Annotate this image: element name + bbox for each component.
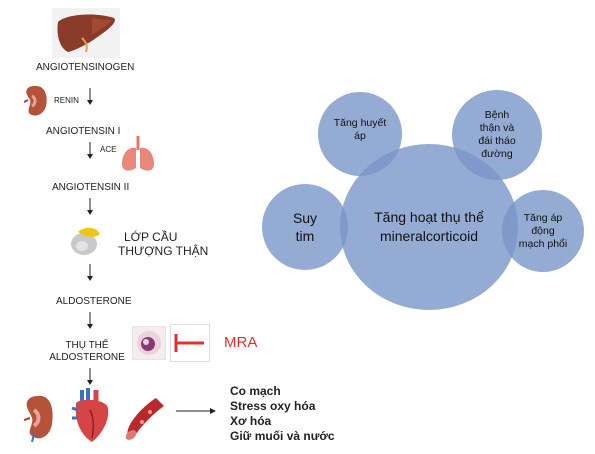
adrenal-gland-icon — [68, 224, 104, 258]
angiotensin-ii-label: ANGIOTENSIN II — [52, 182, 130, 193]
arrow-icon — [87, 368, 93, 385]
kidney-diabetes-line1: Bệnh — [484, 109, 510, 121]
arrow-icon — [87, 264, 93, 281]
hypertension-line2: áp — [354, 130, 366, 142]
center-line1: Tăng hoạt thụ thể — [374, 209, 484, 225]
effect-item: Co mạch — [230, 384, 281, 398]
center-line2: mineralcorticoid — [379, 228, 479, 244]
circle-mineralocorticoid-activation: Tăng hoạt thụ thể mineralcorticoid — [340, 144, 518, 310]
kidney-icon — [23, 394, 54, 443]
ace-label: ACE — [100, 145, 117, 154]
circle-heart-failure: Suy tim — [262, 184, 348, 270]
mra-label: MRA — [224, 334, 258, 351]
pulmonary-line3: mạch phổi — [518, 237, 568, 250]
effect-item: Stress oxy hóa — [230, 399, 316, 413]
adrenal-label-line1: LỚP CẦU — [124, 230, 178, 244]
adrenal-label: LỚP CẦU THƯỢNG THẬN — [118, 230, 208, 258]
angiotensinogen-label: ANGIOTENSINOGEN — [36, 62, 135, 73]
kidney-diabetes-line3: đái tháo — [478, 135, 516, 147]
heart-icon — [70, 388, 112, 444]
arrow-icon — [87, 312, 93, 329]
lungs-icon — [120, 136, 156, 174]
effects-arrow-icon — [176, 408, 216, 414]
effect-item: Giữ muối và nước — [230, 429, 335, 443]
pulmonary-line1: Tăng áp — [523, 211, 563, 224]
inhibitor-icon — [170, 324, 210, 362]
arrow-icon — [87, 88, 93, 105]
effect-item: Xơ hóa — [230, 414, 272, 428]
pulmonary-line2: động — [531, 224, 555, 237]
receptor-label: THỤ THỂ ALDOSTERONE — [42, 340, 132, 364]
cell-receptor-icon — [131, 325, 167, 361]
renin-label: RENIN — [54, 96, 79, 105]
kidney-diabetes-line4: đường — [481, 148, 513, 160]
receptor-label-line2: ALDOSTERONE — [49, 352, 125, 363]
effects-list: Co mạch Stress oxy hóa Xơ hóa Giữ muối v… — [230, 384, 335, 444]
adrenal-label-line2: THƯỢNG THẬN — [118, 244, 209, 258]
angiotensin-i-label: ANGIOTENSIN I — [46, 126, 121, 137]
liver-icon — [52, 8, 120, 58]
arrow-icon — [87, 142, 93, 159]
heart-failure-line1: Suy — [292, 210, 318, 226]
heart-failure-line2: tim — [295, 228, 315, 244]
receptor-label-line1: THỤ THỂ — [65, 340, 109, 351]
arrow-icon — [87, 198, 93, 215]
kidney-icon — [23, 84, 48, 118]
kidney-diabetes-line2: thận và — [479, 122, 515, 134]
hypertension-line1: Tăng huyết — [333, 117, 387, 129]
aldosterone-label: ALDOSTERONE — [56, 296, 132, 307]
blood-vessel-icon — [120, 394, 166, 440]
